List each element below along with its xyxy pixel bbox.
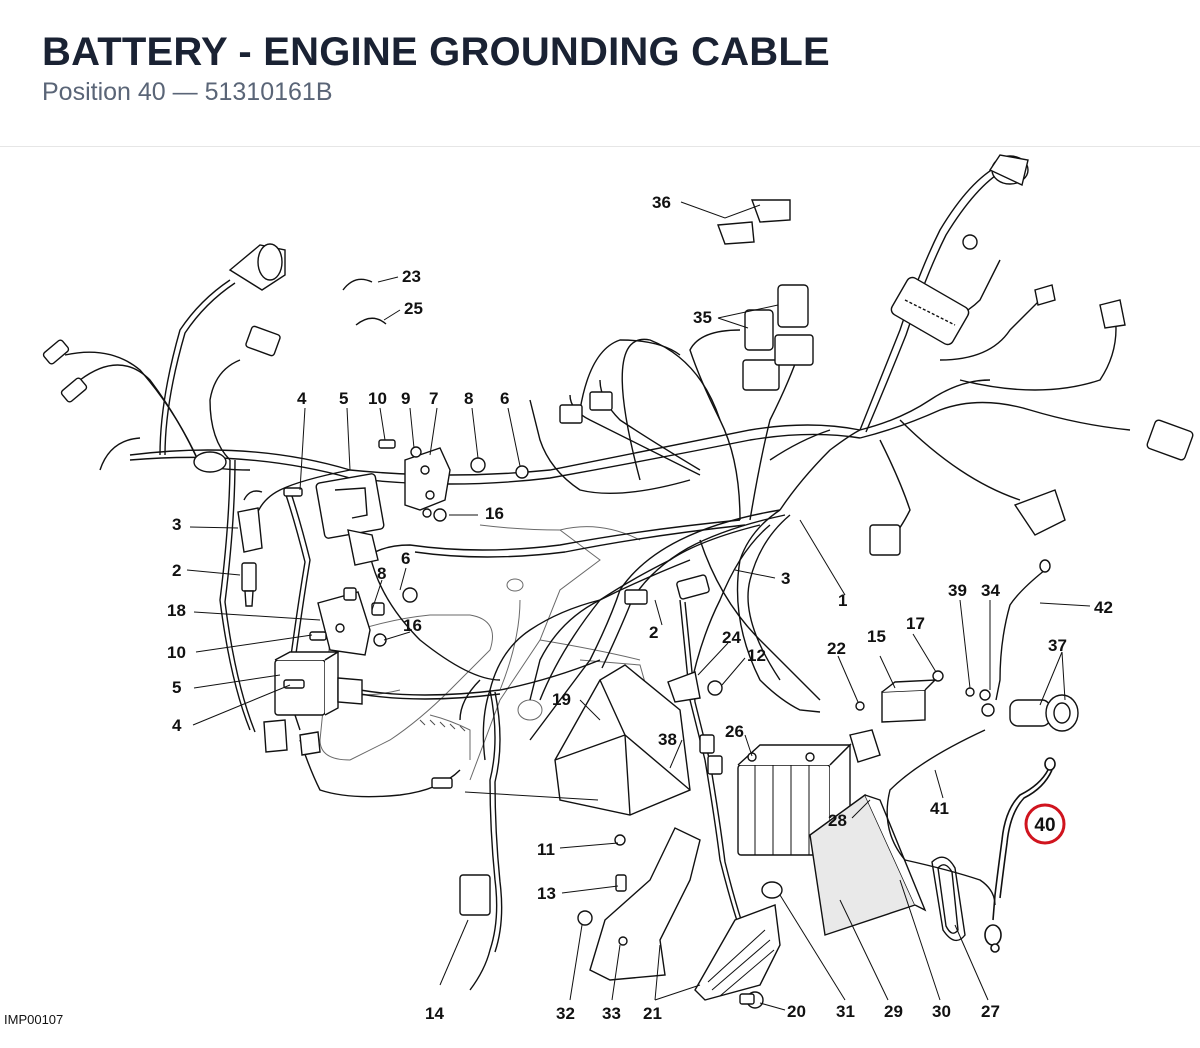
callout-26: 26 [725, 722, 744, 741]
callout-11: 11 [537, 840, 555, 859]
page-title: BATTERY - ENGINE GROUNDING CABLE [42, 30, 830, 74]
callout-4: 4 [297, 389, 307, 408]
callout-36: 36 [652, 193, 671, 212]
spark-plug-cap-3 [237, 490, 263, 553]
connector-block-right [890, 276, 970, 346]
callout-30: 30 [932, 1002, 951, 1021]
callout-15: 15 [867, 627, 886, 646]
connector-38 [699, 734, 723, 775]
highlight-ring [1024, 803, 1066, 845]
spark-plug-2 [241, 562, 257, 607]
left-plug-connectors [42, 339, 88, 403]
battery-box-19 [554, 664, 691, 816]
clips-23-25 [342, 278, 387, 326]
image-code: IMP00107 [4, 1012, 63, 1027]
regulator-21 [694, 904, 781, 1001]
connector-block-left [245, 325, 281, 357]
callout-31: 31 [836, 1002, 855, 1021]
callout-42: 42 [1094, 598, 1113, 617]
callout-32: 32 [556, 1004, 575, 1023]
callout-25: 25 [404, 299, 423, 318]
callout-19: 19 [552, 690, 571, 709]
callout-40: 40 [1034, 815, 1055, 836]
callout-3: 3 [172, 515, 181, 534]
top-left-connector-cap [228, 243, 286, 291]
callout-22: 22 [827, 639, 846, 658]
callout-24: 24 [722, 628, 741, 647]
callout-7: 7 [429, 389, 438, 408]
plug-caps-mid [263, 529, 379, 756]
callout-35: 35 [693, 308, 712, 327]
callout-18: 18 [167, 601, 186, 620]
top-right-connector-cap [988, 154, 1029, 186]
connector-14 [459, 874, 491, 916]
plug-connectors-mid [559, 391, 613, 424]
callout-labels: 1 2 2 3 3 4 4 5 5 6 6 7 8 8 9 10 10 11 1… [167, 193, 1113, 1023]
callout-34: 34 [981, 581, 1000, 600]
callout-12: 12 [747, 646, 766, 665]
callout-4: 4 [172, 716, 182, 735]
callout-39: 39 [948, 581, 967, 600]
page-subtitle: Position 40 — 51310161B [42, 78, 333, 106]
callout-37: 37 [1048, 636, 1067, 655]
callout-5: 5 [172, 678, 181, 697]
callout-9: 9 [401, 389, 410, 408]
starter-solenoid-37 [1009, 694, 1079, 732]
callout-5: 5 [339, 389, 348, 408]
callout-38: 38 [658, 730, 677, 749]
sensor-41 [849, 729, 881, 763]
sensor-connector-2 [624, 574, 710, 605]
bracket-15 [881, 679, 937, 723]
page-header: BATTERY - ENGINE GROUNDING CABLE Positio… [0, 0, 1200, 147]
grounding-cable-40[interactable] [984, 757, 1056, 953]
callout-13: 13 [537, 884, 556, 903]
wiring-diagram-svg: 1 2 2 3 3 4 4 5 5 6 6 7 8 8 9 10 10 11 1… [4, 154, 1194, 1027]
callout-33: 33 [602, 1004, 621, 1023]
callout-8: 8 [377, 564, 386, 583]
callout-27: 27 [981, 1002, 1000, 1021]
ecu-module [315, 473, 385, 539]
callout-29: 29 [884, 1002, 903, 1021]
callout-2: 2 [172, 561, 181, 580]
callout-16: 16 [403, 616, 422, 635]
callout-1: 1 [838, 591, 847, 610]
callout-10: 10 [167, 643, 186, 662]
bracket-33 [589, 827, 701, 981]
relay-35b [774, 284, 814, 366]
battery-26 [737, 743, 852, 856]
right-connectors [869, 234, 1194, 556]
callout-10: 10 [368, 389, 387, 408]
main-wiring-harness [64, 164, 1131, 991]
rubber-strap-27 [931, 856, 966, 942]
coil-module [274, 650, 341, 716]
callout-8: 8 [464, 389, 473, 408]
relay-35a [742, 309, 780, 391]
callout-6: 6 [401, 549, 410, 568]
bracket-18 [317, 591, 371, 656]
highlight-callout-40[interactable]: 40 [1024, 803, 1066, 845]
exploded-parts-diagram: 1 2 2 3 3 4 4 5 5 6 6 7 8 8 9 10 10 11 1… [0, 146, 1200, 1043]
round-connector-left [193, 451, 227, 473]
callout-6: 6 [500, 389, 509, 408]
battery-support-28 [809, 793, 927, 936]
callout-20: 20 [787, 1002, 806, 1021]
callout-23: 23 [402, 267, 421, 286]
callout-14: 14 [425, 1004, 444, 1023]
bracket-24 [667, 671, 701, 703]
components [42, 154, 1194, 1009]
callout-16: 16 [485, 504, 504, 523]
cables-41-42 [886, 559, 1051, 906]
callout-21: 21 [643, 1004, 662, 1023]
relay-holders-36 [717, 199, 791, 245]
callout-2: 2 [649, 623, 658, 642]
cable-clamp-31 [761, 881, 783, 899]
bracket-7 [404, 447, 451, 511]
callout-3: 3 [781, 569, 790, 588]
leader-lines [186, 201, 1091, 1011]
callout-17: 17 [906, 614, 925, 633]
callout-28: 28 [828, 811, 847, 830]
callout-41: 41 [930, 799, 949, 818]
